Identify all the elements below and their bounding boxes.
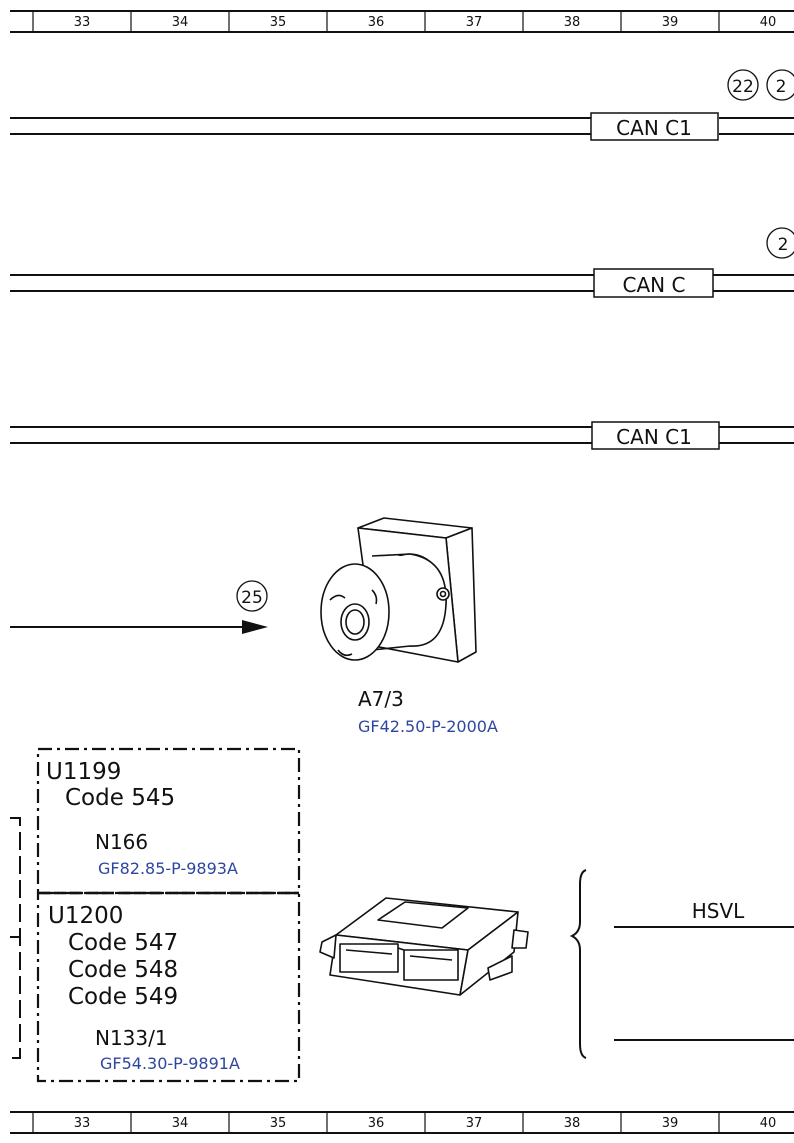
module-box-u1200: U1200 Code 547 Code 548 Code 549 N133/1 … bbox=[36, 891, 301, 1083]
top-grid-col-35: 35 bbox=[270, 15, 287, 30]
module-box-u1199: U1199 Code 545 N166 GF82.85-P-9893A bbox=[36, 747, 301, 895]
module-code: Code 549 bbox=[68, 984, 178, 1010]
bus-label-box bbox=[593, 268, 714, 298]
top-grid-ruler: 33 34 35 36 37 38 39 40 bbox=[10, 10, 794, 33]
top-grid-col-36: 36 bbox=[368, 15, 385, 30]
connector-marker-label: 25 bbox=[241, 588, 263, 608]
top-grid-col-39: 39 bbox=[662, 15, 679, 30]
connector-marker-label: 22 bbox=[732, 77, 754, 97]
bottom-grid-col-33: 33 bbox=[74, 1116, 91, 1131]
top-grid-col-40: 40 bbox=[760, 15, 777, 30]
bus-label: CAN C bbox=[623, 273, 686, 297]
connector-marker-label: 2 bbox=[776, 77, 787, 97]
top-grid-col-33: 33 bbox=[74, 15, 91, 30]
bus-label-box bbox=[591, 421, 720, 450]
bus-label: CAN C1 bbox=[616, 425, 692, 449]
module-code: Code 547 bbox=[68, 930, 178, 956]
sensor-ref-link[interactable]: GF42.50-P-2000A bbox=[358, 717, 498, 736]
module-code: Code 548 bbox=[68, 957, 178, 983]
bottom-grid-col-37: 37 bbox=[466, 1116, 483, 1131]
bus-label-box bbox=[590, 112, 719, 141]
top-grid-col-34: 34 bbox=[172, 15, 189, 30]
bottom-grid-col-36: 36 bbox=[368, 1116, 385, 1131]
bottom-grid-ruler: 33 34 35 36 37 38 39 40 bbox=[10, 1111, 794, 1134]
module-code: Code 545 bbox=[65, 785, 175, 811]
component-name: N133/1 bbox=[95, 1026, 168, 1050]
component-ref-link[interactable]: GF82.85-P-9893A bbox=[98, 859, 238, 878]
bus-can-c1-lower: CAN C1 bbox=[10, 421, 794, 450]
component-ref-link[interactable]: GF54.30-P-9891A bbox=[100, 1054, 240, 1073]
component-name: N166 bbox=[95, 830, 148, 854]
bus-label: CAN C1 bbox=[616, 116, 692, 140]
connector-marker-label: 2 bbox=[778, 235, 789, 255]
connector-marker bbox=[727, 69, 759, 101]
connector-marker bbox=[766, 69, 794, 101]
bottom-grid-col-34: 34 bbox=[172, 1116, 189, 1131]
arrowhead-icon bbox=[242, 620, 268, 634]
bottom-grid-col-38: 38 bbox=[564, 1116, 581, 1131]
bus-can-c: CAN C 2 bbox=[10, 227, 794, 298]
right-brace bbox=[569, 869, 587, 1059]
control-unit-illustration bbox=[319, 897, 529, 996]
bus-can-c1-upper: CAN C1 22 2 bbox=[10, 69, 794, 141]
bottom-grid-col-39: 39 bbox=[662, 1116, 679, 1131]
sensor-name: A7/3 bbox=[358, 687, 404, 711]
connector-marker bbox=[766, 227, 794, 259]
module-id: U1199 bbox=[46, 759, 121, 785]
module-id: U1200 bbox=[48, 903, 123, 929]
sensor-illustration bbox=[320, 517, 477, 663]
signal-arrow: 25 bbox=[10, 580, 268, 634]
bottom-grid-col-35: 35 bbox=[270, 1116, 287, 1131]
bottom-grid-col-40: 40 bbox=[760, 1116, 777, 1131]
top-grid-col-38: 38 bbox=[564, 15, 581, 30]
top-grid-col-37: 37 bbox=[466, 15, 483, 30]
connector-marker bbox=[236, 580, 268, 612]
hsvl-label: HSVL bbox=[692, 899, 745, 923]
